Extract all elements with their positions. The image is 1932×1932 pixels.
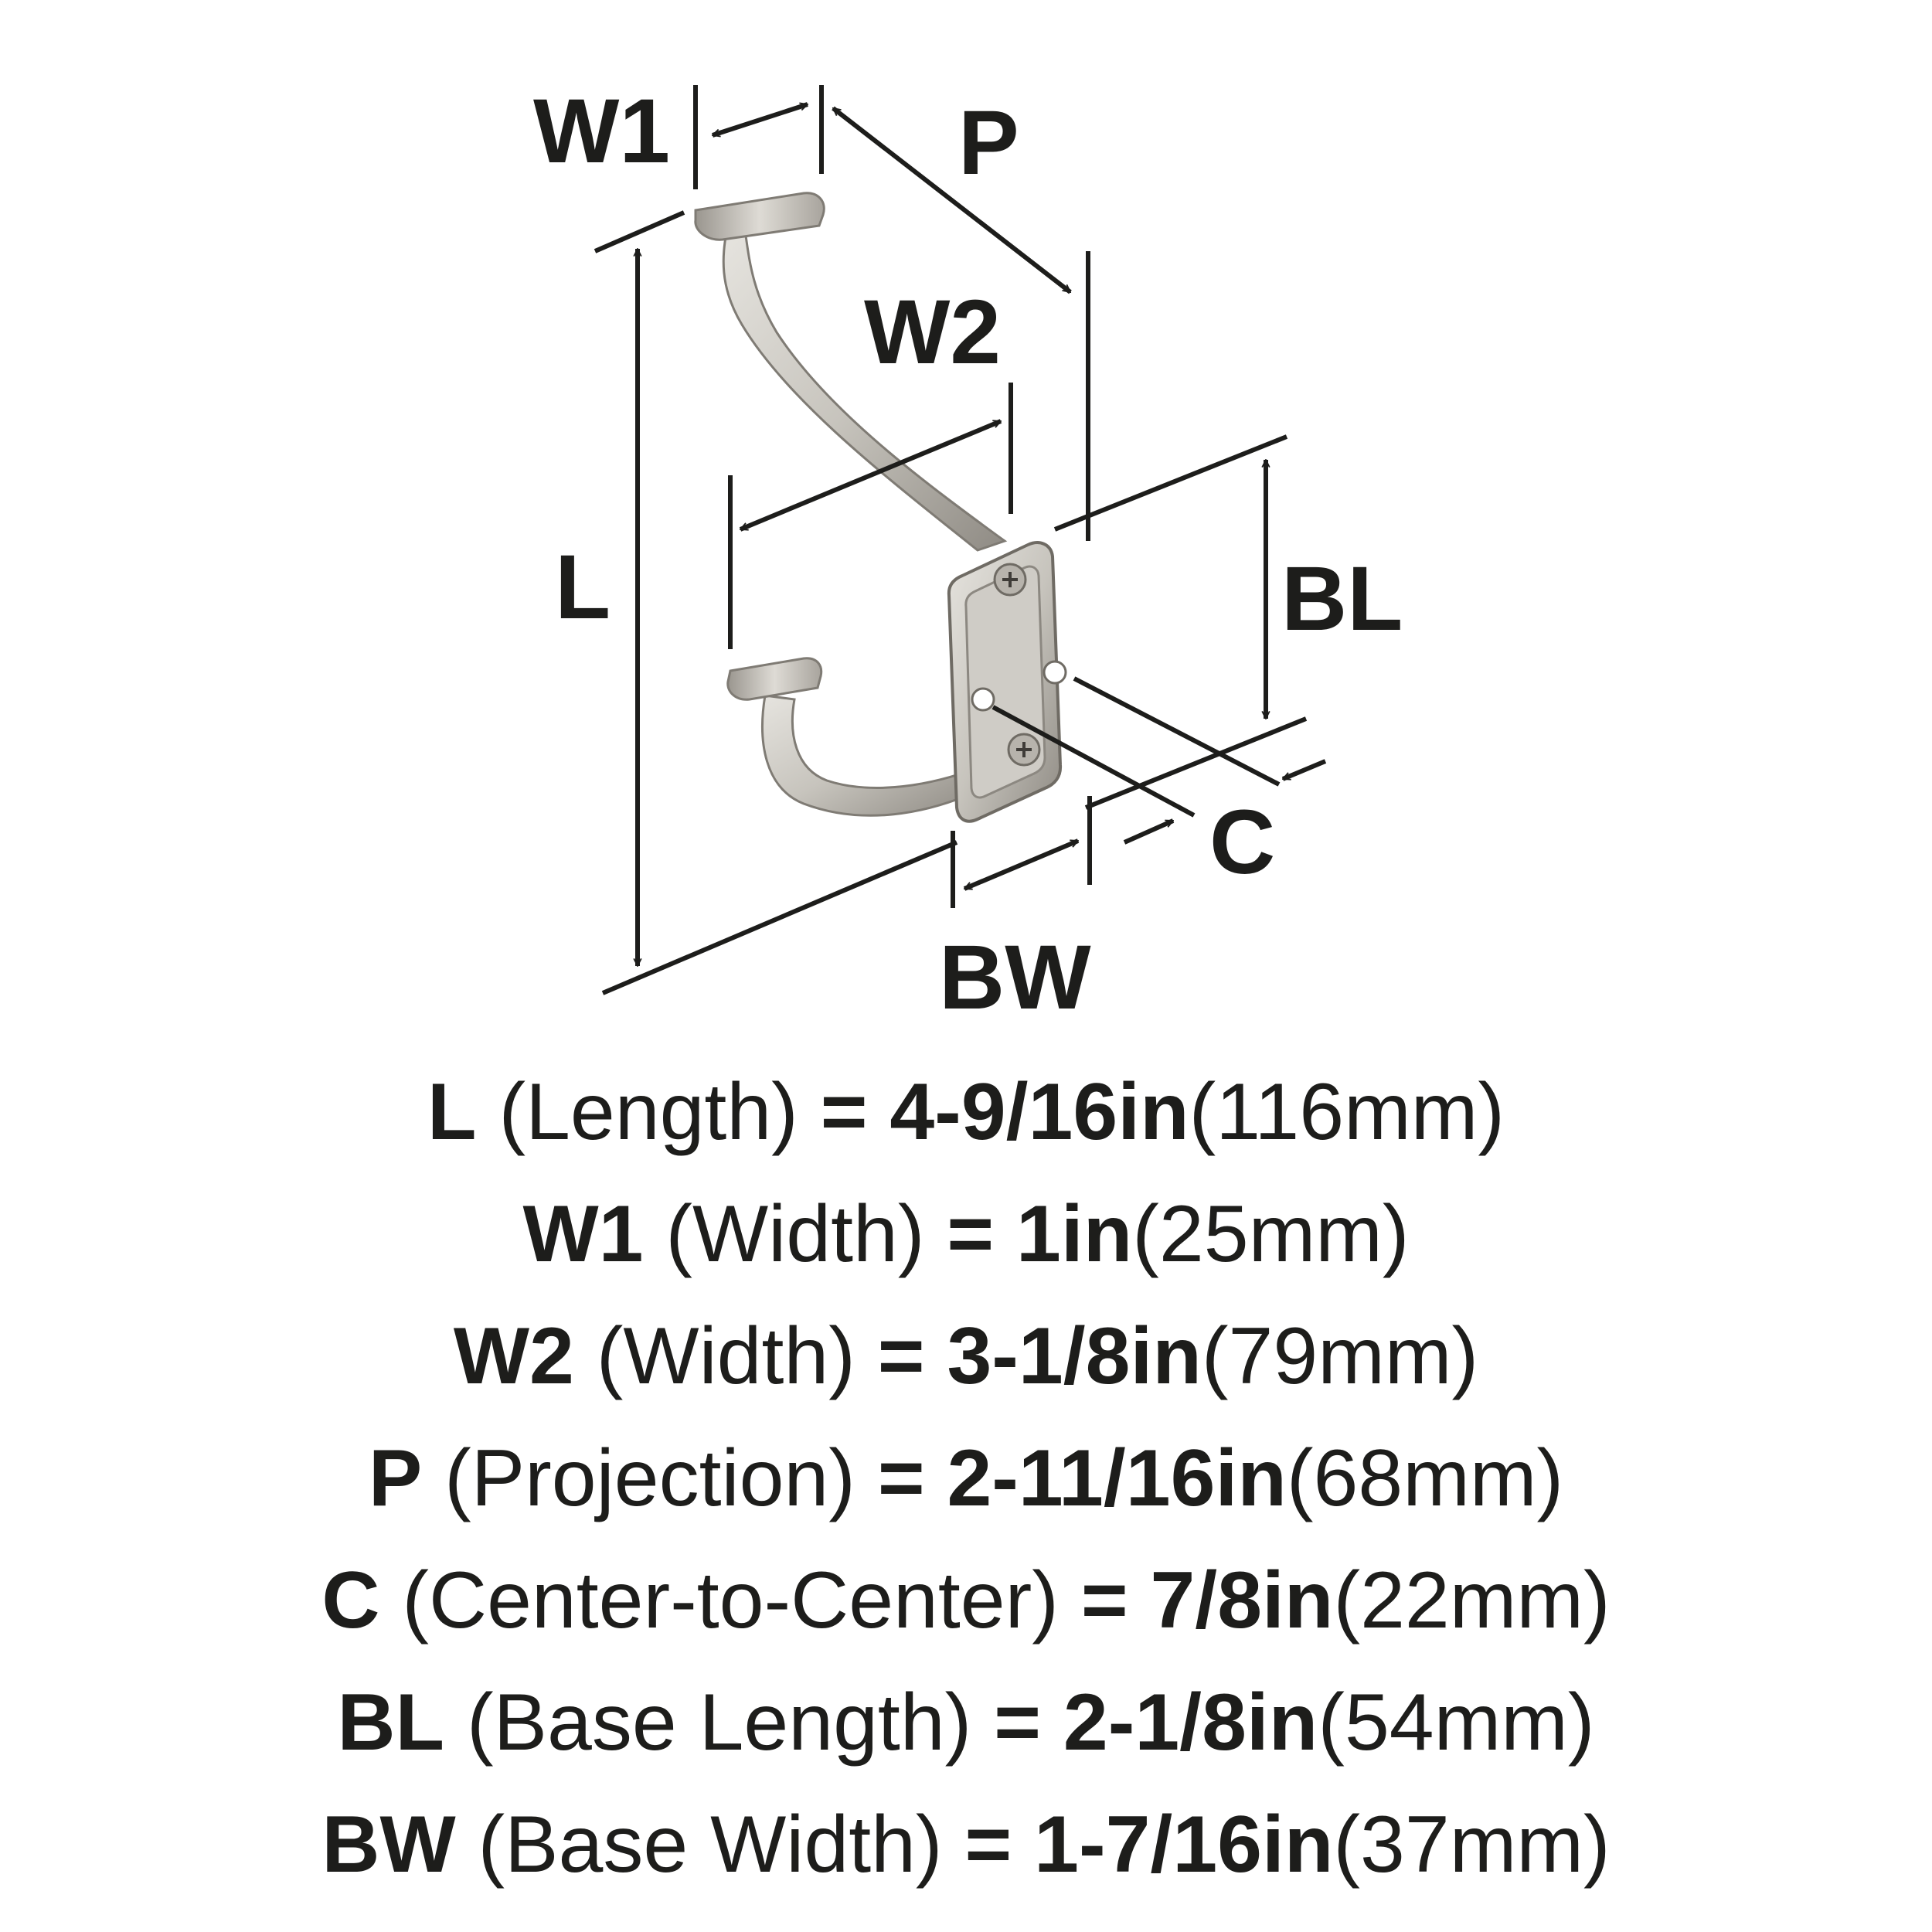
left-screw-hole-icon	[971, 687, 995, 712]
right-screw-hole-icon	[1043, 660, 1067, 685]
w1-dimension-arrow	[713, 102, 808, 138]
label-w1: W1	[533, 80, 670, 182]
spec-projection: P (Projection) = 2-11/16in(68mm)	[0, 1417, 1932, 1539]
spec-inches: 3-1/8in	[947, 1311, 1202, 1401]
spec-abbr: L	[427, 1067, 477, 1157]
spec-equals: =	[877, 1434, 925, 1523]
lower-hook-cap	[726, 657, 823, 701]
c-leader-lower	[992, 705, 1196, 818]
spec-millimeters: (54mm)	[1318, 1678, 1595, 1767]
label-p: P	[958, 92, 1019, 194]
label-bl: BL	[1281, 548, 1403, 650]
spec-description: (Length)	[498, 1067, 798, 1157]
upper-hook-cap	[694, 192, 825, 241]
spec-inches: 4-9/16in	[889, 1067, 1189, 1157]
spec-abbr: P	[368, 1434, 423, 1523]
spec-inches: 1-7/16in	[1034, 1800, 1334, 1889]
lower-hook-arm	[761, 694, 976, 817]
spec-equals: =	[994, 1678, 1041, 1767]
l-extension-bottom	[601, 840, 958, 995]
spec-abbr: C	[321, 1556, 380, 1645]
spec-equals: =	[964, 1800, 1012, 1889]
upper-hook-arm	[722, 230, 1008, 552]
bw-dimension-arrow	[964, 838, 1078, 891]
spec-millimeters: (22mm)	[1333, 1556, 1611, 1645]
label-l: L	[555, 536, 611, 638]
bl-extension-bottom	[1084, 716, 1308, 810]
spec-inches: 7/8in	[1150, 1556, 1334, 1645]
spec-abbr: BW	[321, 1800, 456, 1889]
spec-description: (Base Width)	[478, 1800, 943, 1889]
c-leader-upper	[1073, 676, 1281, 787]
label-w2: W2	[864, 281, 1001, 383]
spec-base-width: BW (Base Width) = 1-7/16in(37mm)	[0, 1784, 1932, 1906]
specification-list: L (Length) = 4-9/16in(116mm) W1 (Width) …	[0, 1051, 1932, 1906]
c-arrow-lower	[1123, 818, 1173, 845]
hook-dimension-diagram: W1 P W2 L BL C BW	[533, 80, 1403, 1029]
spec-description: (Center-to-Center)	[402, 1556, 1059, 1645]
bottom-screw-icon	[1007, 733, 1041, 767]
spec-abbr: W1	[522, 1189, 644, 1279]
spec-millimeters: (116mm)	[1189, 1067, 1505, 1157]
spec-description: (Projection)	[444, 1434, 855, 1523]
w2-dimension-arrow	[740, 419, 1001, 532]
c-arrow-upper	[1283, 759, 1327, 781]
spec-millimeters: (37mm)	[1333, 1800, 1611, 1889]
coat-hook-product	[694, 192, 1067, 823]
spec-description: (Base Length)	[467, 1678, 972, 1767]
spec-inches: 1in	[1016, 1189, 1133, 1279]
spec-equals: =	[820, 1067, 868, 1157]
spec-abbr: BL	[337, 1678, 445, 1767]
p-dimension-arrow	[832, 106, 1072, 294]
spec-description: (Width)	[665, 1189, 925, 1279]
bl-extension-top	[1053, 434, 1288, 532]
spec-inches: 2-1/8in	[1063, 1678, 1318, 1767]
spec-inches: 2-11/16in	[947, 1434, 1287, 1523]
label-bw: BW	[939, 927, 1091, 1029]
label-c: C	[1209, 791, 1275, 893]
dimension-lines	[594, 85, 1327, 995]
spec-equals: =	[877, 1311, 925, 1401]
spec-millimeters: (25mm)	[1132, 1189, 1410, 1279]
l-extension-top	[594, 210, 685, 253]
spec-equals: =	[947, 1189, 995, 1279]
spec-millimeters: (68mm)	[1286, 1434, 1564, 1523]
spec-length: L (Length) = 4-9/16in(116mm)	[0, 1051, 1932, 1173]
spec-center-to-center: C (Center-to-Center) = 7/8in(22mm)	[0, 1539, 1932, 1662]
spec-description: (Width)	[596, 1311, 855, 1401]
spec-base-length: BL (Base Length) = 2-1/8in(54mm)	[0, 1662, 1932, 1784]
spec-width-2: W2 (Width) = 3-1/8in(79mm)	[0, 1295, 1932, 1417]
spec-equals: =	[1080, 1556, 1128, 1645]
spec-width-1: W1 (Width) = 1in(25mm)	[0, 1173, 1932, 1295]
top-screw-icon	[993, 563, 1027, 597]
spec-millimeters: (79mm)	[1201, 1311, 1479, 1401]
spec-abbr: W2	[453, 1311, 574, 1401]
